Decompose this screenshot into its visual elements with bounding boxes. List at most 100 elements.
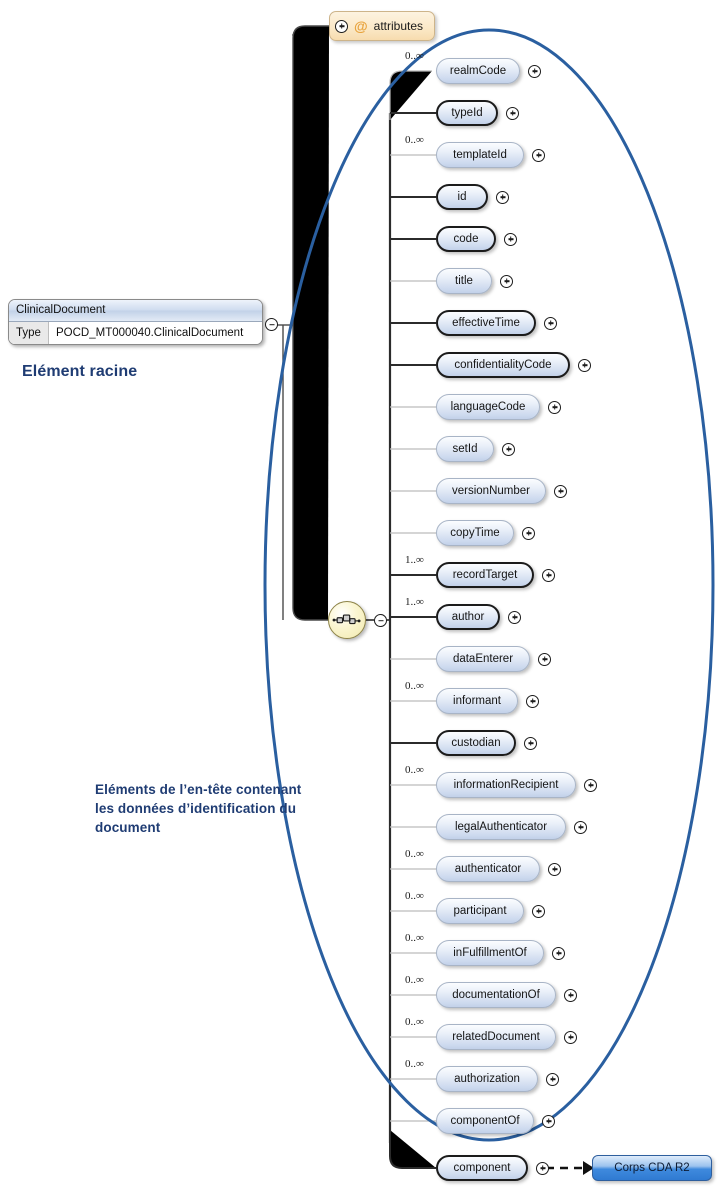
expand-plus-icon[interactable]	[496, 190, 509, 204]
element-node-authenticator[interactable]: authenticator	[436, 856, 540, 882]
element-node-label: informationRecipient	[453, 779, 559, 791]
sequence-collapse-minus-icon[interactable]	[374, 614, 387, 627]
element-node-documentationof[interactable]: documentationOf	[436, 982, 556, 1008]
expand-plus-icon[interactable]	[506, 106, 519, 120]
expand-plus-icon[interactable]	[508, 610, 521, 624]
element-node-componentof[interactable]: componentOf	[436, 1108, 534, 1134]
collapse-minus-icon[interactable]	[265, 318, 278, 331]
root-element-type-value: POCD_MT000040.ClinicalDocument	[56, 327, 244, 339]
expand-plus-icon[interactable]	[532, 904, 545, 918]
component-branch-line	[389, 1130, 436, 1169]
expand-plus-icon[interactable]	[500, 274, 513, 288]
element-node-legalauthenticator[interactable]: legalAuthenticator	[436, 814, 566, 840]
element-node-title[interactable]: title	[436, 268, 492, 294]
expand-plus-icon[interactable]	[526, 694, 539, 708]
element-node-templateid[interactable]: templateId	[436, 142, 524, 168]
expand-plus-icon[interactable]	[544, 316, 557, 330]
element-node-dataenterer[interactable]: dataEnterer	[436, 646, 530, 672]
element-node-effectivetime[interactable]: effectiveTime	[436, 310, 536, 336]
expand-plus-icon[interactable]	[528, 64, 541, 78]
root-element-box[interactable]: ClinicalDocument Type POCD_MT000040.Clin…	[8, 299, 263, 345]
expand-plus-icon[interactable]	[578, 358, 591, 372]
element-node-component[interactable]: component	[436, 1155, 528, 1181]
expand-plus-icon[interactable]	[504, 232, 517, 246]
element-node-code[interactable]: code	[436, 226, 496, 252]
element-node-label: copyTime	[450, 527, 500, 539]
sequence-icon[interactable]	[328, 601, 366, 639]
element-node-label: setId	[452, 443, 478, 455]
element-node-label: effectiveTime	[452, 317, 520, 329]
element-node-versionnumber[interactable]: versionNumber	[436, 478, 546, 504]
root-element-type-key: Type	[9, 322, 49, 344]
element-node-participant[interactable]: participant	[436, 898, 524, 924]
attributes-node[interactable]: @ attributes	[329, 11, 436, 41]
element-node-label: author	[451, 611, 485, 623]
body-reference-label: Corps CDA R2	[614, 1162, 690, 1174]
element-node-authorization[interactable]: authorization	[436, 1066, 538, 1092]
element-node-label: authenticator	[454, 863, 522, 875]
body-reference-box[interactable]: Corps CDA R2	[592, 1155, 712, 1181]
expand-plus-icon[interactable]	[335, 19, 348, 33]
cardinality-label: 0..∞	[405, 890, 424, 902]
cardinality-label: 0..∞	[405, 848, 424, 860]
element-node-label: informant	[453, 695, 501, 707]
cardinality-label: 0..∞	[405, 764, 424, 776]
element-node-label: inFulfillmentOf	[453, 947, 527, 959]
expand-plus-icon[interactable]	[522, 526, 535, 540]
expand-plus-icon[interactable]	[564, 1030, 577, 1044]
at-sign-icon: @	[354, 18, 368, 34]
expand-plus-icon[interactable]	[552, 946, 565, 960]
expand-plus-icon[interactable]	[554, 484, 567, 498]
element-node-label: languageCode	[450, 401, 526, 413]
element-node-custodian[interactable]: custodian	[436, 730, 516, 756]
element-node-relateddocument[interactable]: relatedDocument	[436, 1024, 556, 1050]
expand-plus-icon[interactable]	[584, 778, 597, 792]
expand-plus-icon[interactable]	[532, 148, 545, 162]
attributes-node-label: attributes	[373, 19, 424, 33]
expand-plus-icon[interactable]	[548, 862, 561, 876]
expand-plus-icon[interactable]	[538, 652, 551, 666]
element-node-setid[interactable]: setId	[436, 436, 494, 462]
element-node-informationrecipient[interactable]: informationRecipient	[436, 772, 576, 798]
element-node-typeid[interactable]: typeId	[436, 100, 498, 126]
element-node-label: templateId	[453, 149, 507, 161]
element-node-confidentialitycode[interactable]: confidentialityCode	[436, 352, 570, 378]
element-node-label: componentOf	[450, 1115, 520, 1127]
expand-plus-icon[interactable]	[542, 1114, 555, 1128]
element-node-label: code	[453, 233, 479, 245]
element-node-author[interactable]: author	[436, 604, 500, 630]
element-node-realmcode[interactable]: realmCode	[436, 58, 520, 84]
cardinality-label: 1..∞	[405, 596, 424, 608]
element-node-label: legalAuthenticator	[454, 821, 548, 833]
element-node-label: recordTarget	[452, 569, 518, 581]
element-node-id[interactable]: id	[436, 184, 488, 210]
element-node-label: typeId	[451, 107, 483, 119]
element-node-label: relatedDocument	[452, 1031, 540, 1043]
element-node-informant[interactable]: informant	[436, 688, 518, 714]
cardinality-label: 0..∞	[405, 134, 424, 146]
cardinality-label: 1..∞	[405, 554, 424, 566]
expand-plus-icon[interactable]	[542, 568, 555, 582]
element-node-languagecode[interactable]: languageCode	[436, 394, 540, 420]
expand-plus-icon[interactable]	[548, 400, 561, 414]
element-node-copytime[interactable]: copyTime	[436, 520, 514, 546]
realmcode-branch-line	[389, 70, 432, 120]
expand-plus-icon[interactable]	[564, 988, 577, 1002]
element-node-label: participant	[453, 905, 507, 917]
element-node-label: dataEnterer	[452, 653, 514, 665]
body-link-arrow	[546, 1161, 594, 1175]
expand-plus-icon[interactable]	[574, 820, 587, 834]
root-element-caption: Elément racine	[22, 363, 138, 380]
cardinality-label: 0..∞	[405, 1058, 424, 1070]
expand-plus-icon[interactable]	[502, 442, 515, 456]
element-node-recordtarget[interactable]: recordTarget	[436, 562, 534, 588]
expand-plus-icon[interactable]	[546, 1072, 559, 1086]
expand-plus-icon[interactable]	[536, 1161, 549, 1175]
attributes-branch-line	[292, 25, 329, 621]
cardinality-label: 0..∞	[405, 974, 424, 986]
cardinality-label: 0..∞	[405, 932, 424, 944]
expand-plus-icon[interactable]	[524, 736, 537, 750]
element-node-infulfillmentof[interactable]: inFulfillmentOf	[436, 940, 544, 966]
